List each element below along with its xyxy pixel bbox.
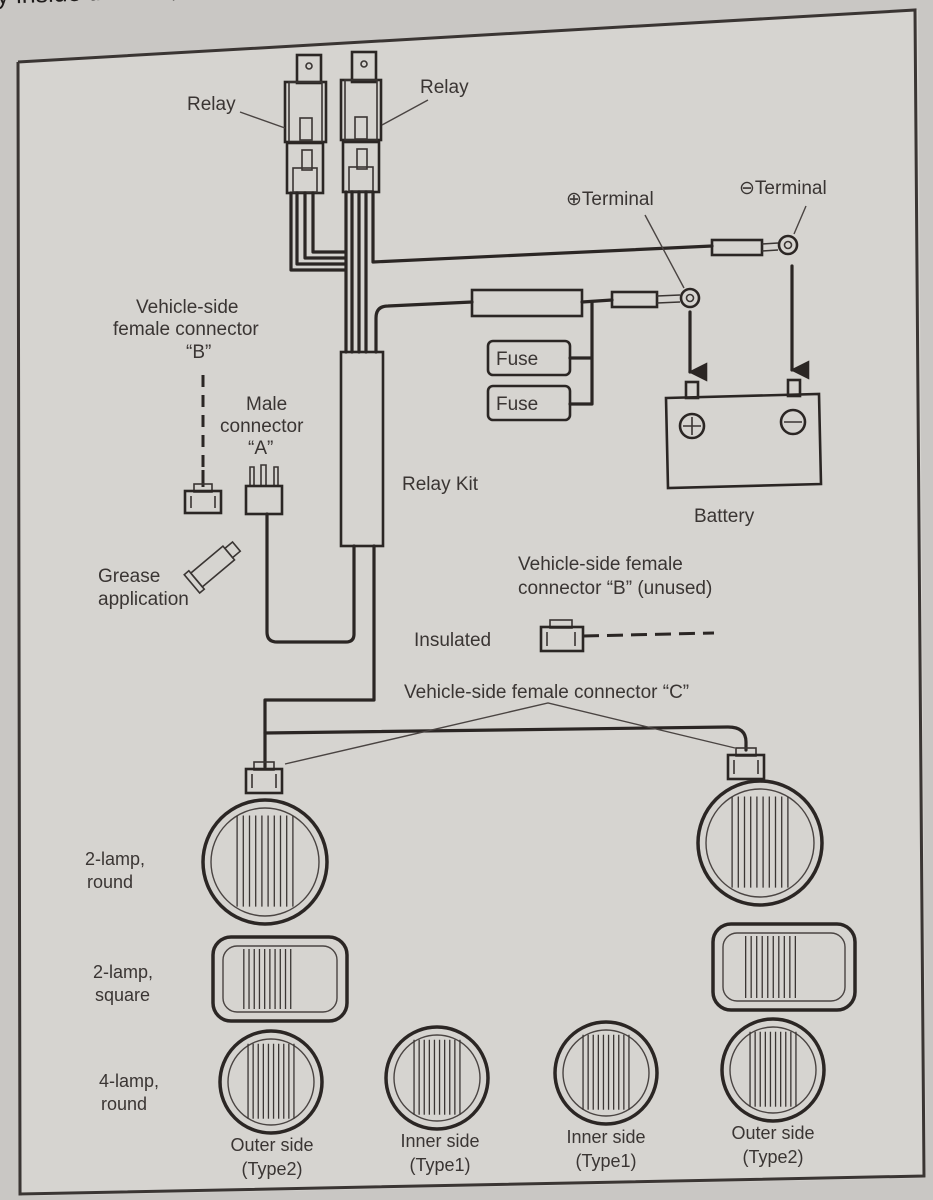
diagram-frame (16, 8, 926, 1196)
lamp-4-round-inner-right (553, 1020, 659, 1126)
battery-label: Battery (694, 506, 755, 527)
lamp-pos-3-type: (Type1) (575, 1151, 636, 1171)
relay-left-leader (239, 111, 286, 129)
relay-kit-label: Relay Kit (402, 474, 479, 495)
lamp-2-square-label-line2: square (95, 985, 150, 1005)
relay-wires (289, 190, 714, 354)
fuse-1 (486, 339, 572, 377)
fuse-holder (470, 287, 701, 406)
connector-b-label-line3: “B” (186, 342, 211, 363)
fuse-1-label: Fuse (496, 349, 538, 370)
lamp-4-round-label-line1: 4-lamp, (99, 1071, 159, 1091)
lamp-2-round-left (201, 798, 329, 926)
grease-label-line1: Grease (98, 566, 160, 587)
connector-b-label-line2: female connector (113, 319, 259, 340)
lamp-2-round-label-line1: 2-lamp, (85, 849, 145, 869)
connector-b (183, 483, 223, 515)
lamp-2-square-label-line1: 2-lamp, (93, 962, 153, 982)
grease-tube-icon (183, 540, 242, 595)
lamp-pos-3-side: Inner side (566, 1127, 645, 1147)
negative-cable-terminal (710, 234, 799, 257)
lamp-4-round-outer-left (218, 1029, 324, 1135)
connector-c-right (726, 747, 766, 781)
relay-right-leader (381, 99, 429, 126)
connector-a-label-line2: connector (220, 416, 304, 437)
connector-a (244, 464, 284, 516)
minus-terminal-leader (793, 205, 807, 235)
battery-minus-icon (779, 408, 807, 436)
lamp-2-round-label-line2: round (87, 872, 133, 892)
lamp-pos-4-type: (Type2) (742, 1147, 803, 1167)
minus-terminal-label: ⊖Terminal (739, 178, 827, 199)
battery-plus-icon (678, 412, 706, 440)
connector-a-label-line3: “A” (248, 438, 273, 459)
lamp-2-square-right (711, 922, 857, 1012)
lamp-4-round-inner-left (384, 1025, 490, 1131)
connector-c-left (244, 761, 284, 795)
fuse-2 (486, 384, 572, 422)
lamps-group (201, 779, 857, 1135)
lamp-pos-1-side: Outer side (230, 1135, 313, 1155)
relay-right-label: Relay (420, 77, 469, 98)
plus-terminal-leader (644, 214, 685, 289)
lamp-4-round-label-line2: round (101, 1094, 147, 1114)
unused-b-label-line1: Vehicle-side female (518, 554, 683, 575)
harness-wires (263, 512, 748, 769)
relay-left (283, 53, 328, 195)
relay-kit-box (339, 350, 385, 548)
plus-terminal-label: ⊕Terminal (566, 189, 654, 210)
lamp-pos-1-type: (Type2) (241, 1159, 302, 1179)
lamp-pos-4-side: Outer side (731, 1123, 814, 1143)
lamp-pos-2-type: (Type1) (409, 1155, 470, 1175)
relay-left-label: Relay (187, 94, 236, 115)
connector-a-label-line1: Male (246, 394, 287, 415)
relay-right (339, 50, 383, 194)
insulated-label: Insulated (414, 630, 491, 651)
unused-b-label-line2: connector “B” (unused) (518, 578, 712, 599)
fuse-2-label: Fuse (496, 394, 538, 415)
connector-c-leader (284, 702, 736, 765)
connector-b-label-line1: Vehicle-side (136, 297, 238, 318)
lamp-pos-2-side: Inner side (400, 1131, 479, 1151)
lamp-2-round-right (696, 779, 824, 907)
unused-connector-b (539, 619, 715, 653)
battery (664, 378, 823, 490)
diagram-panel (18, 10, 926, 1196)
grease-label-line2: application (98, 589, 189, 610)
lamp-4-round-outer-right (720, 1017, 826, 1123)
connector-c-label: Vehicle-side female connector “C” (404, 682, 689, 703)
lamp-2-square-left (211, 935, 349, 1023)
